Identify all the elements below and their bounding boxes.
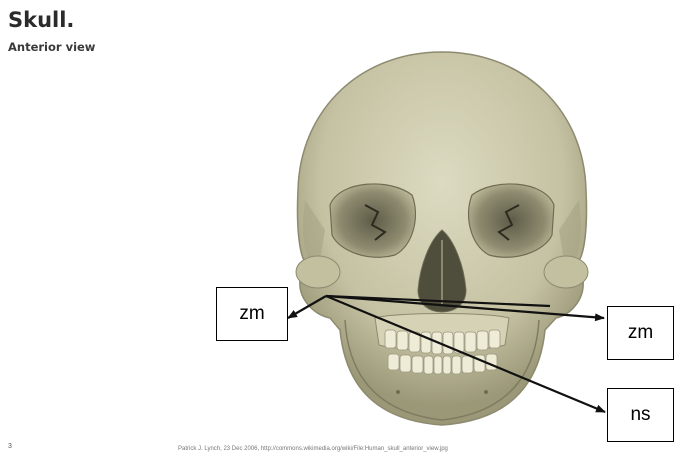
image-citation: Patrick J. Lynch, 23 Dec 2006, http://co…	[178, 446, 448, 452]
label-ns: ns	[607, 388, 674, 442]
arrow-to-ns-box	[326, 296, 605, 412]
arrow-to-right-zm-box	[326, 296, 604, 318]
label-zm-right: zm	[607, 306, 674, 360]
page-number: 3	[8, 443, 12, 450]
label-zm-left: zm	[216, 287, 288, 341]
arrow-to-left-zm-box	[288, 296, 326, 318]
